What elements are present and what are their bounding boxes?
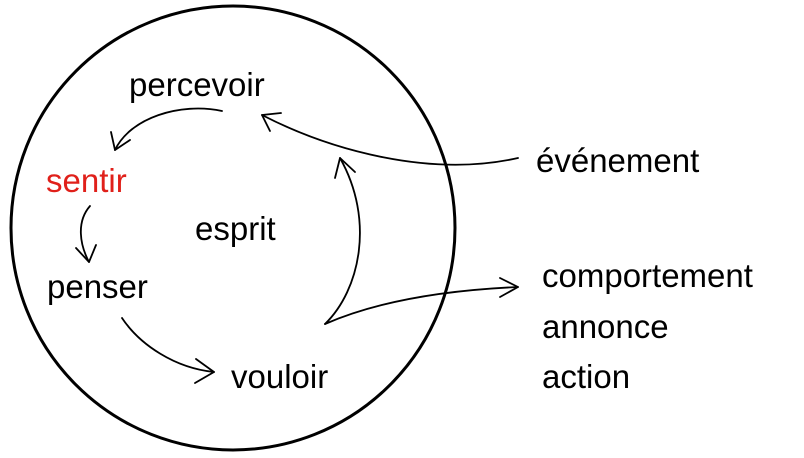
arrow-sentir-to-penser xyxy=(75,205,97,263)
label-output-annonce: annonce xyxy=(542,308,669,345)
label-penser: penser xyxy=(47,268,148,305)
label-evenement: événement xyxy=(536,142,699,179)
label-output-comportement: comportement xyxy=(542,257,753,294)
arrow-vouloir-to-outputs xyxy=(324,277,519,325)
label-output-action: action xyxy=(542,358,630,395)
arrow-vouloir-to-percevoir xyxy=(324,157,361,325)
mind-circle xyxy=(9,4,457,452)
label-esprit: esprit xyxy=(195,210,276,247)
arrow-percevoir-to-sentir xyxy=(110,107,223,151)
label-percevoir: percevoir xyxy=(129,66,265,103)
arrow-penser-to-vouloir xyxy=(121,317,215,384)
label-vouloir: vouloir xyxy=(231,358,328,395)
label-sentir: sentir xyxy=(46,162,127,199)
arrow-evenement-to-percevoir xyxy=(261,112,519,166)
